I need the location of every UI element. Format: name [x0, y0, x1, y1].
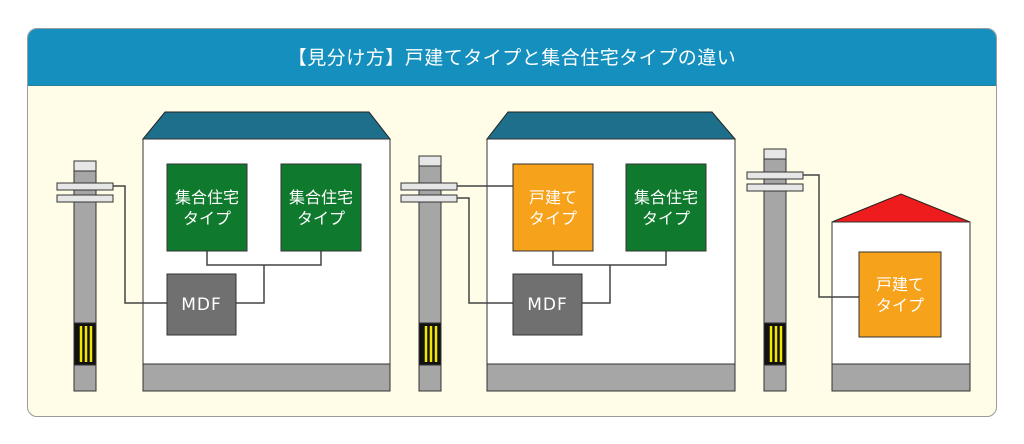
utility-pole-3 [746, 148, 804, 392]
unit-label: 戸建て [876, 275, 924, 294]
house-foundation [831, 363, 971, 392]
roof-2 [485, 111, 737, 140]
unit-label: タイプ [876, 296, 924, 315]
unit-label: 戸建て [529, 188, 577, 207]
mdf-label: MDF [181, 295, 222, 315]
unit-label: 集合住宅 [289, 188, 353, 207]
unit-label: 集合住宅 [175, 188, 239, 207]
unit-label: 集合住宅 [634, 188, 698, 207]
foundation-1 [142, 363, 391, 392]
mdf-box [166, 273, 237, 336]
apartment-unit-box [280, 163, 362, 252]
unit-label: タイプ [183, 209, 231, 228]
detached-house: 戸建て タイプ [803, 174, 971, 392]
house-roof [831, 193, 971, 223]
utility-pole-2 [400, 155, 458, 392]
mdf-label: MDF [527, 295, 568, 315]
apartment-unit-box [625, 163, 707, 252]
house-unit-box [858, 251, 942, 338]
mdf-box [512, 273, 583, 336]
unit-label: タイプ [529, 209, 577, 228]
apartment-building-1: 集合住宅 タイプ 集合住宅 タイプ MDF [113, 111, 392, 392]
diagram-header: 【見分け方】戸建てタイプと集合住宅タイプの違い [28, 29, 996, 86]
unit-label: タイプ [297, 209, 345, 228]
unit-label: タイプ [642, 209, 690, 228]
apartment-building-2: 戸建て タイプ 集合住宅 タイプ MDF [457, 111, 737, 392]
apartment-unit-box [166, 163, 248, 252]
roof-1 [141, 111, 392, 140]
utility-pole-1 [56, 160, 114, 392]
house-unit-box [512, 163, 594, 252]
foundation-2 [486, 363, 736, 392]
diagram-title: 【見分け方】戸建てタイプと集合住宅タイプの違い [287, 47, 737, 69]
